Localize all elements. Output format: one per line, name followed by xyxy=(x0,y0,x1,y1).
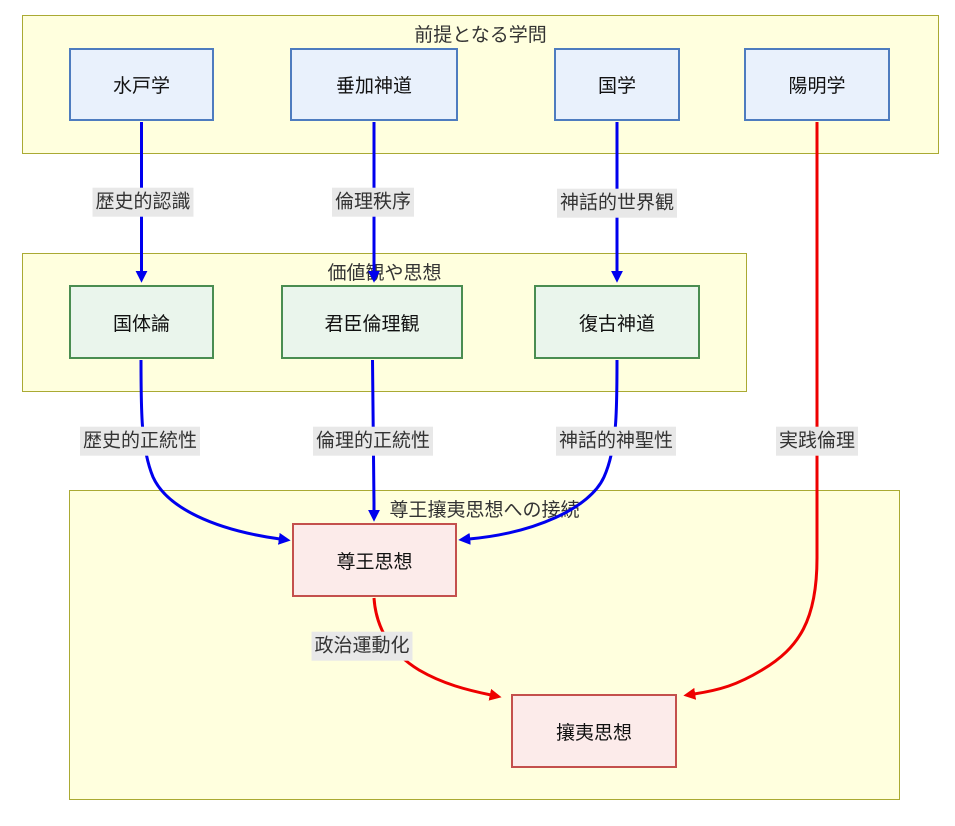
node-kunshin-rinrikan: 君臣倫理観 xyxy=(281,285,463,359)
node-yomeigaku: 陽明学 xyxy=(744,48,890,121)
cluster-prerequisites-title: 前提となる学問 xyxy=(414,24,547,46)
edge-kokutairon-to-sonno xyxy=(139,359,291,545)
node-joi-shiso: 攘夷思想 xyxy=(511,694,677,768)
edge-label-seiji-undoka: 政治運動化 xyxy=(311,631,413,661)
edge-yomeigaku-to-joi xyxy=(683,122,819,700)
edge-label-rekishiteki-ninshiki: 歴史的認識 xyxy=(92,187,194,217)
node-kokutairon: 国体論 xyxy=(69,285,214,359)
node-suika-shinto-label: 垂加神道 xyxy=(335,75,412,97)
edge-sonno-to-joi xyxy=(372,597,502,701)
node-kokugaku: 国学 xyxy=(554,48,680,121)
node-suika-shinto: 垂加神道 xyxy=(290,48,458,121)
node-mitogaku-label: 水戸学 xyxy=(112,75,170,97)
edge-label-shinwateki-sekaikan: 神話的世界観 xyxy=(556,188,678,218)
node-kokutairon-label: 国体論 xyxy=(112,312,170,335)
node-kokugaku-label: 国学 xyxy=(597,75,636,97)
edge-fukko-to-sonno xyxy=(458,359,619,545)
edge-label-shinwateki-shinseisei: 神話的神聖性 xyxy=(555,426,677,456)
edge-label-rekishiteki-seitosei: 歴史的正統性 xyxy=(79,426,201,456)
cluster-values-title: 価値観や思想 xyxy=(327,262,442,284)
node-yomeigaku-label: 陽明学 xyxy=(788,75,846,97)
cluster-connection-title: 尊王攘夷思想への接続 xyxy=(389,499,580,521)
cluster-connection: 尊王攘夷思想への接続 xyxy=(69,490,900,800)
edge-label-jissen-rinri: 実践倫理 xyxy=(775,426,859,456)
node-mitogaku: 水戸学 xyxy=(69,48,214,121)
node-sonno-shiso: 尊王思想 xyxy=(292,523,457,597)
edge-label-rinriteki-seitosei: 倫理的正統性 xyxy=(312,426,434,456)
node-fukko-shinto: 復古神道 xyxy=(534,285,700,359)
node-joi-shiso-label: 攘夷思想 xyxy=(555,721,632,744)
node-kunshin-rinrikan-label: 君臣倫理観 xyxy=(324,312,420,335)
edge-label-rinri-chitsujo: 倫理秩序 xyxy=(331,187,415,217)
node-sonno-shiso-label: 尊王思想 xyxy=(336,550,413,573)
node-fukko-shinto-label: 復古神道 xyxy=(578,312,655,335)
